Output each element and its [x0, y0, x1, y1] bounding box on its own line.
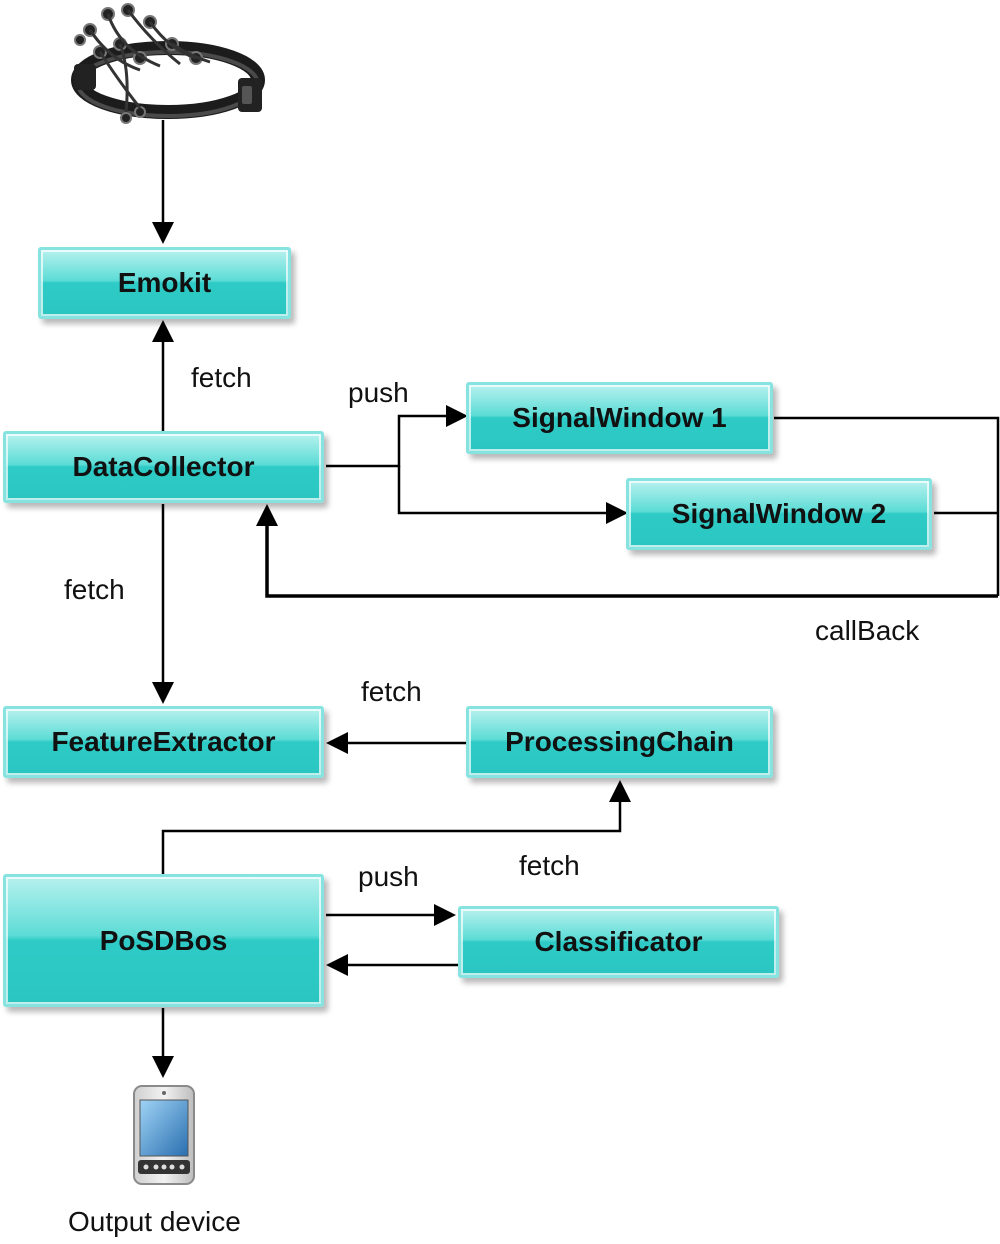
- edge-callback-datacollector: [265, 520, 998, 598]
- node-emokit: Emokit: [38, 247, 291, 319]
- edge-label-fetch-featureextractor: fetch: [64, 574, 125, 605]
- arrowhead: [152, 682, 174, 704]
- edge-datacollector-signalwindow1: [326, 414, 452, 468]
- node-processingchain: ProcessingChain: [466, 706, 773, 778]
- node-datacollector: DataCollector: [3, 431, 324, 503]
- node-signalwindow-2: SignalWindow 2: [626, 478, 932, 550]
- arrowhead: [256, 504, 278, 526]
- node-signalwindow-1: SignalWindow 1: [466, 382, 773, 454]
- mobile-device-icon: [133, 1085, 195, 1185]
- eeg-headset-icon: [71, 3, 265, 124]
- node-featureextractor: FeatureExtractor: [3, 706, 324, 778]
- arrowhead: [606, 502, 628, 524]
- edge-label-callback: callBack: [815, 615, 920, 646]
- edge-label-push-classificator: push: [358, 861, 419, 892]
- arrowhead: [152, 320, 174, 342]
- arrowhead: [609, 780, 631, 802]
- edge-label-push-signalwindows: push: [348, 377, 409, 408]
- edge-signalwindow1-callback: [774, 416, 1000, 596]
- arrowhead: [152, 222, 174, 244]
- arrowhead: [152, 1056, 174, 1078]
- arrowhead: [326, 954, 348, 976]
- arrowhead: [434, 904, 456, 926]
- node-classificator: Classificator: [458, 906, 779, 978]
- edge-label-fetch-emokit: fetch: [191, 362, 252, 393]
- node-posdbos: PoSDBos: [3, 874, 324, 1007]
- edge-datacollector-signalwindow2: [397, 466, 612, 515]
- edges: [152, 120, 1000, 1078]
- arrowhead: [446, 405, 468, 427]
- arrowhead: [326, 732, 348, 754]
- edge-posdbos-processingchain: [161, 796, 622, 874]
- output-device-label: Output device: [68, 1206, 241, 1237]
- edge-label-fetch-processingchain: fetch: [361, 676, 422, 707]
- edge-label-fetch-posdbos: fetch: [519, 850, 580, 881]
